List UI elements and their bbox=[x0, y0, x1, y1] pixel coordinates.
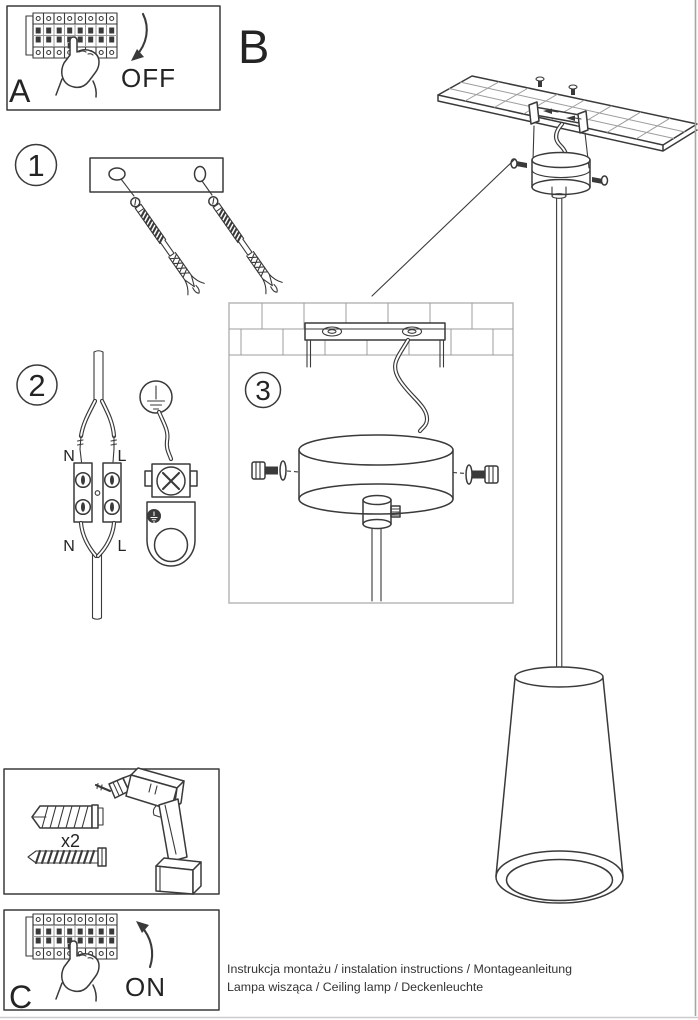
leader-line bbox=[371, 158, 516, 297]
earth-symbol bbox=[139, 380, 173, 414]
pressing-hand bbox=[55, 940, 100, 1002]
off-label: OFF bbox=[121, 63, 176, 93]
panel-c-border bbox=[3, 909, 220, 1011]
step-3: 3 bbox=[228, 302, 514, 604]
caption-line-1: Instrukcja montażu / instalation instruc… bbox=[227, 962, 572, 976]
on-label: ON bbox=[125, 972, 166, 1002]
plate-hole-right bbox=[193, 165, 207, 183]
panel-c-label: C bbox=[9, 979, 32, 1015]
step-1-circle bbox=[14, 143, 58, 187]
tools-panel-border bbox=[3, 768, 220, 895]
step-1: 1 bbox=[14, 143, 287, 300]
ground-terminal bbox=[144, 463, 198, 567]
mounting-plate bbox=[89, 157, 224, 193]
canopy-large bbox=[298, 434, 454, 515]
panel-a-border bbox=[6, 5, 221, 111]
tools-panel: x2 bbox=[3, 767, 220, 895]
screw-with-anchor bbox=[201, 190, 287, 299]
lamp-cable bbox=[91, 553, 103, 620]
canopy bbox=[510, 151, 609, 199]
terminal-label-l-top: L bbox=[118, 448, 127, 465]
side-screw-left bbox=[251, 460, 300, 481]
terminal-label-n-bottom: N bbox=[63, 538, 75, 555]
step-3-panel-border bbox=[228, 302, 514, 604]
terminal-block bbox=[73, 462, 122, 523]
cord-below bbox=[371, 527, 382, 602]
overview-b: B bbox=[238, 20, 698, 904]
step-2-circle bbox=[16, 364, 58, 406]
pendant-cord bbox=[556, 197, 563, 670]
arrow-down-icon bbox=[134, 12, 148, 58]
step-2-number: 2 bbox=[28, 368, 45, 403]
anchor-quantity: x2 bbox=[61, 831, 80, 851]
mounting-screw bbox=[27, 847, 107, 867]
lamp-shade bbox=[495, 666, 624, 904]
wall-anchor bbox=[31, 804, 104, 829]
plate-hole-left bbox=[108, 167, 126, 181]
mounting-bracket bbox=[528, 101, 590, 169]
strain-relief bbox=[362, 494, 401, 530]
pressing-hand bbox=[55, 36, 100, 98]
mains-cable bbox=[93, 350, 104, 403]
step-3-circle bbox=[244, 371, 282, 409]
screw-with-anchor bbox=[123, 191, 209, 300]
step-3-number: 3 bbox=[255, 375, 271, 406]
side-screw-right bbox=[452, 464, 499, 485]
step-2: 2 N L N L bbox=[16, 350, 198, 620]
terminal-label-l-bottom: L bbox=[118, 538, 127, 555]
ceiling-bracket bbox=[304, 322, 446, 368]
panel-a-label: A bbox=[9, 73, 31, 109]
terminal-label-n-top: N bbox=[63, 448, 75, 465]
panel-a-power-off: A OFF bbox=[6, 5, 221, 111]
caption-line-2: Lampa wisząca / Ceiling lamp / Deckenleu… bbox=[227, 980, 483, 994]
step-1-number: 1 bbox=[27, 148, 44, 183]
panel-c-power-on: C ON bbox=[3, 909, 220, 1015]
overview-label: B bbox=[238, 20, 269, 73]
drill bbox=[94, 767, 202, 895]
